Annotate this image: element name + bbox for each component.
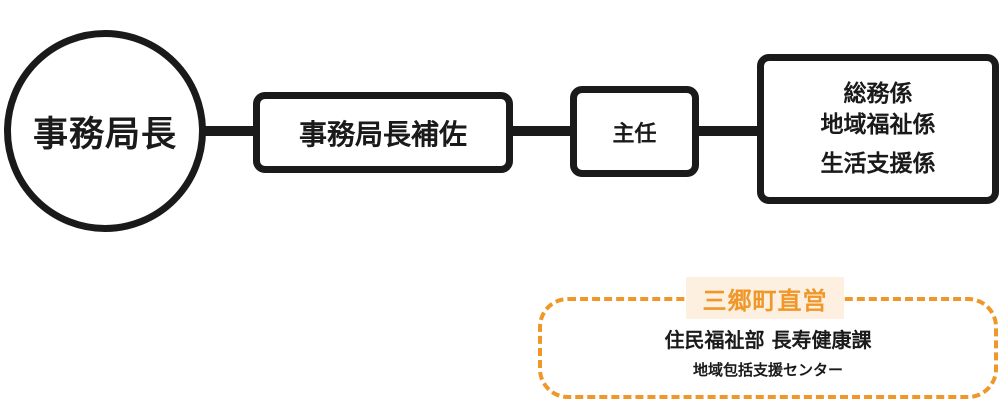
connector-assistant-chief [511,126,573,136]
director-node: 事務局長 [4,30,206,232]
assistant-director-node: 事務局長補佐 [253,92,513,173]
center-name: 地域包括支援センター [692,361,843,379]
connector-director-assistant [204,126,256,136]
section-life-support: 生活支援係 [820,150,936,177]
direct-operation-label: 三郷町直営 [686,277,844,319]
chief-node: 主任 [570,86,699,177]
assistant-director-label: 事務局長補佐 [298,117,467,151]
direct-operation-label-text: 三郷町直営 [702,286,828,315]
sections-node: 総務係 地域福祉係 生活支援係 [757,54,999,204]
section-community-welfare: 地域福祉係 [820,111,936,138]
section-general-affairs: 総務係 [843,80,913,107]
chief-label: 主任 [612,121,657,147]
director-label: 事務局長 [32,114,177,155]
department-name: 住民福祉部 長寿健康課 [664,328,872,352]
connector-chief-sections [697,126,760,136]
